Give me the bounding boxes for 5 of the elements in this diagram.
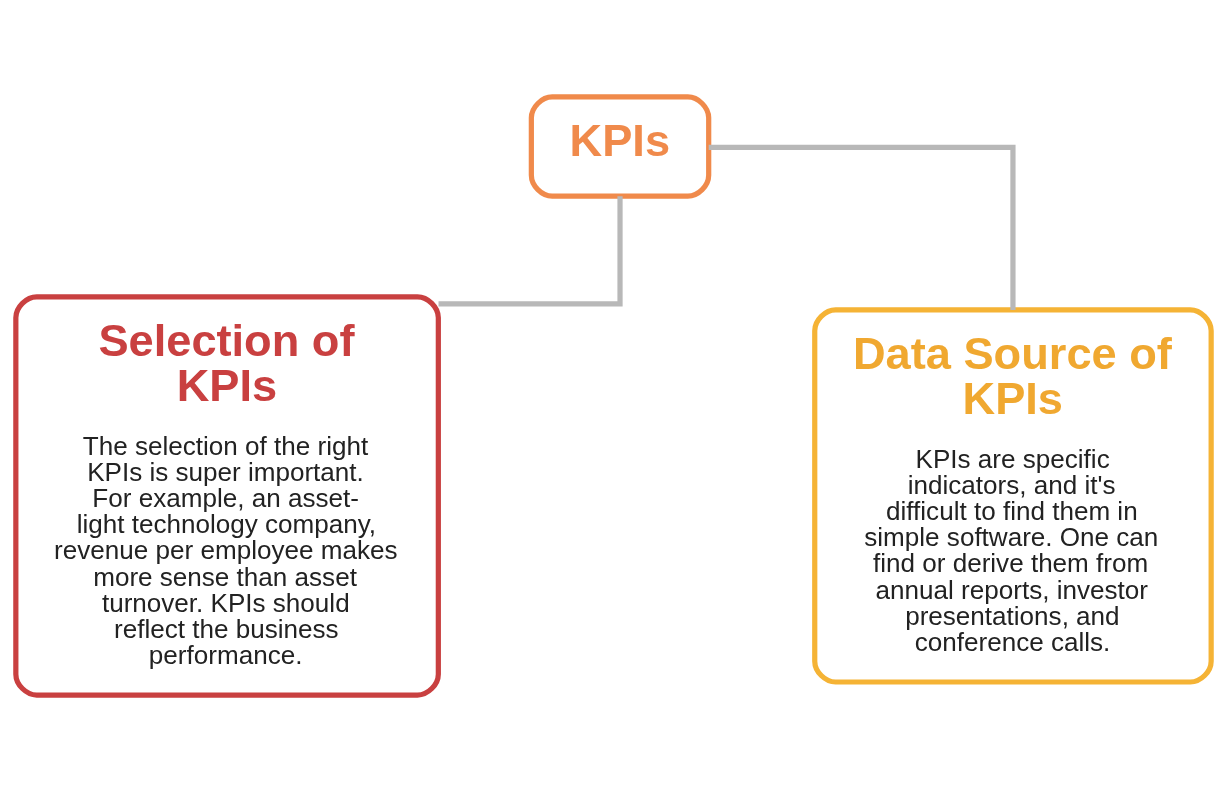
node-box: Data Source of KPIs KPIs are specific indicators, and it's difficult to find them in simple software. One can find or derive them from annual reports, investor presentations, and conference calls. bbox=[812, 307, 1214, 685]
node-box: KPIs bbox=[528, 94, 712, 199]
node-box: Selection of KPIs The selection of the right KPIs is super important. For example, an asset-light technology company, revenue per employee makes more sense than asset turnover. KPIs should reflect the business performance. bbox=[13, 294, 441, 698]
connector bbox=[708, 144, 1016, 310]
connector bbox=[438, 196, 623, 307]
